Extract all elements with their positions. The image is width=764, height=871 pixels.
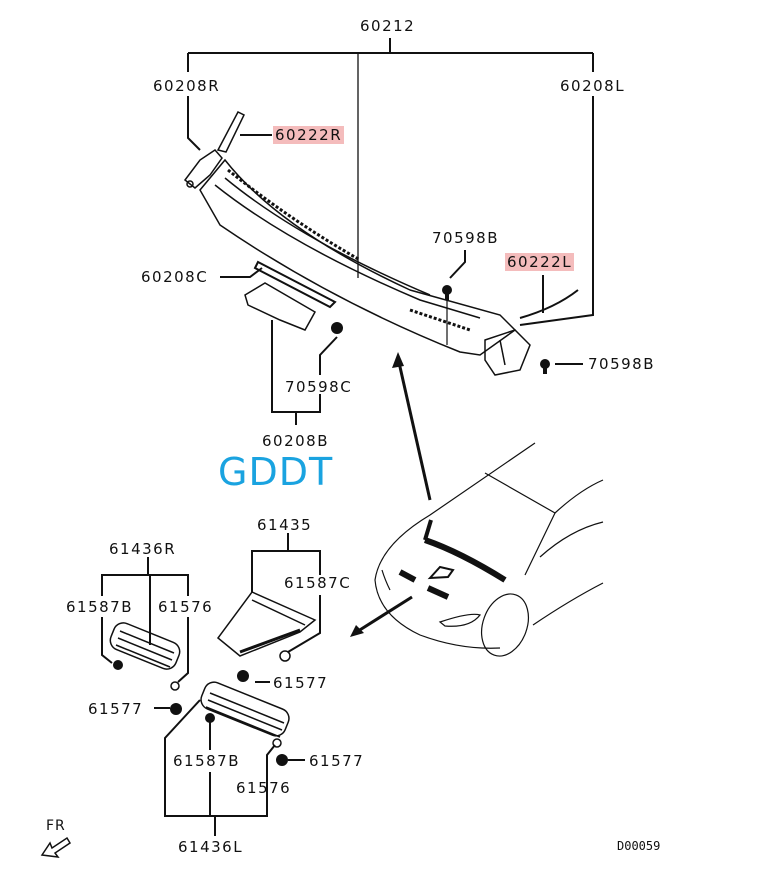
part-61435 bbox=[216, 591, 317, 657]
leader-61587C bbox=[287, 595, 321, 653]
leader-70598B-top bbox=[449, 250, 466, 279]
arrow-head-up bbox=[392, 352, 404, 368]
arrow-to-cowl bbox=[396, 357, 432, 501]
label-61436L: 61436L bbox=[178, 838, 244, 856]
leader-61576-r bbox=[177, 617, 189, 683]
label-60208C: 60208C bbox=[141, 268, 209, 286]
part-60208R bbox=[183, 149, 223, 189]
label-61576-left: 61576 bbox=[236, 779, 292, 797]
label-60208B: 60208B bbox=[262, 432, 330, 450]
part-60208C bbox=[253, 260, 337, 309]
washer-61576-l bbox=[272, 738, 282, 748]
nut-61577-a bbox=[237, 670, 249, 682]
label-60212: 60212 bbox=[360, 17, 416, 35]
clip-70598B-top bbox=[442, 285, 452, 300]
clip-61587B-l bbox=[205, 713, 215, 723]
label-70598B-right: 70598B bbox=[588, 355, 656, 373]
label-61577-a: 61577 bbox=[273, 674, 329, 692]
car-illustration bbox=[374, 442, 604, 657]
label-61587B-right: 61587B bbox=[66, 598, 134, 616]
label-61576-right: 61576 bbox=[158, 598, 214, 616]
label-60208R: 60208R bbox=[153, 77, 221, 95]
front-direction-label: FR bbox=[46, 818, 66, 834]
nut-61577-c bbox=[276, 754, 288, 766]
fasteners bbox=[113, 660, 288, 766]
label-61436R: 61436R bbox=[109, 540, 177, 558]
leader-60208L bbox=[519, 96, 594, 326]
clip-61587C bbox=[279, 650, 291, 662]
bracket-61435 bbox=[251, 550, 321, 592]
leader-60208R bbox=[187, 96, 201, 151]
leader-60208C bbox=[220, 267, 263, 278]
nut-61577-b bbox=[170, 703, 182, 715]
car-grille-l bbox=[426, 585, 450, 600]
clip-70598C bbox=[331, 322, 343, 334]
label-70598C: 70598C bbox=[285, 378, 353, 396]
diagram-code: D00059 bbox=[617, 839, 661, 853]
leader-61587B-r bbox=[101, 617, 113, 664]
arrow-to-grille bbox=[354, 595, 413, 635]
arrow-head-down bbox=[350, 625, 364, 637]
leader-70598C bbox=[319, 336, 338, 375]
bracket-61436R bbox=[101, 574, 189, 596]
label-60208L: 60208L bbox=[560, 77, 626, 95]
label-60222R-highlighted: 60222R bbox=[273, 126, 345, 144]
label-61577-b: 61577 bbox=[88, 700, 144, 718]
part-60208B bbox=[244, 282, 317, 331]
car-hood-scoop bbox=[427, 565, 455, 580]
label-60222L-highlighted: 60222L bbox=[505, 253, 575, 271]
bracket-60208B bbox=[271, 320, 321, 413]
clip-70598B-right bbox=[540, 359, 550, 374]
car-cowl-highlight bbox=[424, 537, 507, 583]
clip-61587B-r bbox=[113, 660, 123, 670]
part-61436L bbox=[200, 681, 290, 738]
label-61587C: 61587C bbox=[284, 574, 352, 592]
part-60208L bbox=[484, 329, 531, 376]
bracket-61436L bbox=[164, 699, 268, 817]
leader-61576-l bbox=[266, 744, 276, 775]
label-61435: 61435 bbox=[257, 516, 313, 534]
washer-61576-r bbox=[170, 681, 180, 691]
car-cowl-side bbox=[423, 519, 433, 541]
label-61587B-left: 61587B bbox=[173, 752, 241, 770]
part-61436R bbox=[109, 622, 181, 670]
label-70598B-top: 70598B bbox=[432, 229, 500, 247]
cowl-panel bbox=[199, 158, 517, 356]
part-60222R bbox=[216, 111, 245, 153]
car-grille-r bbox=[398, 569, 417, 583]
front-direction-arrow-icon bbox=[40, 836, 72, 858]
watermark: GDDT bbox=[218, 450, 334, 494]
label-61577-c: 61577 bbox=[309, 752, 365, 770]
part-60222L bbox=[519, 289, 579, 319]
